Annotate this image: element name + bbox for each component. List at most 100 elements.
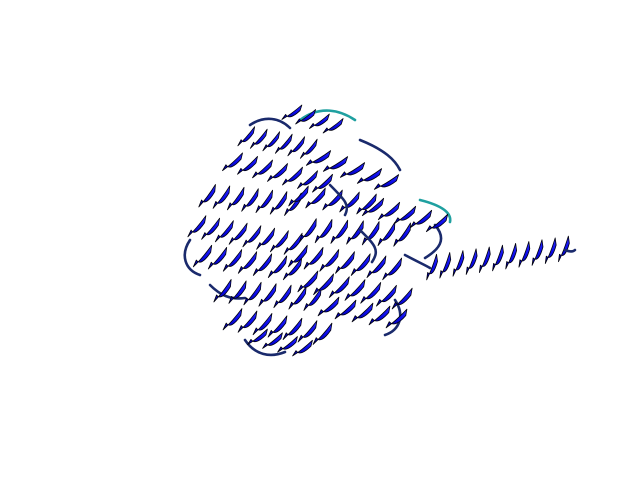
coil-loop <box>208 283 247 300</box>
helix-turn <box>255 189 274 214</box>
helix-turn <box>322 118 344 134</box>
helix-turn <box>303 246 324 270</box>
helix-turn <box>478 246 491 274</box>
helix-turn <box>207 247 228 270</box>
coil-loop <box>423 223 443 260</box>
helix-turn <box>335 251 355 274</box>
helix-turn <box>391 287 413 310</box>
helix-f <box>288 185 377 215</box>
helix-turn <box>187 215 207 238</box>
helix-turn <box>267 315 288 338</box>
helix-turn <box>313 273 334 296</box>
helix-c-terminal <box>426 235 570 281</box>
helix-turn <box>339 162 366 178</box>
helix-turn <box>425 213 449 233</box>
helix-c <box>222 152 333 193</box>
helix-turn <box>288 185 309 207</box>
coil-loop <box>183 238 202 277</box>
helix-turn <box>393 205 417 225</box>
helix-turn <box>287 136 306 157</box>
helix-turn <box>299 218 317 243</box>
helix-turn <box>339 191 360 213</box>
helix-n <box>222 308 333 345</box>
helix-turn <box>287 244 308 268</box>
helix-turn <box>256 227 276 250</box>
coil-loop-top <box>298 109 357 122</box>
coil-loop <box>248 117 292 130</box>
helix-turn <box>237 251 258 274</box>
helix-h <box>299 218 411 247</box>
helix-turn <box>228 222 248 245</box>
helix-turn <box>288 286 307 310</box>
coil-loop <box>243 338 287 357</box>
helix-turn <box>299 138 318 159</box>
coil-loop <box>358 138 402 172</box>
helix-turn <box>368 305 391 326</box>
helix-turn <box>409 209 433 229</box>
helix-turn <box>376 284 397 307</box>
helix-turn <box>269 230 289 253</box>
helix-turn <box>242 225 262 248</box>
helix-turn <box>213 279 232 303</box>
helix-turn <box>465 248 478 275</box>
helix-d <box>305 150 400 190</box>
helix-turn <box>267 163 288 182</box>
helix-turn <box>258 283 277 307</box>
helix-turn <box>282 166 303 186</box>
helix-turn <box>297 270 319 293</box>
helix-turn <box>282 257 303 281</box>
helix-turn <box>252 159 273 179</box>
helix-turn <box>360 282 382 304</box>
helix-turn <box>237 126 256 147</box>
helix-turn <box>237 156 258 175</box>
coil-loop-right <box>418 198 452 224</box>
helix-turn <box>295 109 317 125</box>
helix-turn <box>249 128 268 149</box>
helix-turn <box>222 308 243 331</box>
helix-turn <box>366 255 387 279</box>
helix-turn <box>228 280 247 304</box>
helix-turn <box>361 197 385 217</box>
helix-turn <box>393 222 411 247</box>
helix-turn <box>319 249 340 272</box>
helix-turn <box>377 201 401 221</box>
helix-turn <box>222 152 243 172</box>
helix-turn <box>312 322 333 345</box>
helix-turn <box>346 220 364 245</box>
helix-turn <box>426 253 438 281</box>
helix-turn <box>237 310 258 333</box>
helix-turn <box>201 217 221 240</box>
coil-loop <box>403 253 432 270</box>
helix-turn <box>214 220 234 243</box>
helix-o <box>317 296 408 329</box>
helix-turn <box>351 302 374 323</box>
helix-turn <box>198 184 216 208</box>
helix-turn <box>350 253 371 276</box>
helix-j <box>192 244 303 281</box>
helix-turn <box>282 317 303 340</box>
coil-loop <box>328 183 349 217</box>
helix-turn <box>273 284 292 309</box>
helix-turn <box>492 244 504 272</box>
helix-g <box>187 215 303 255</box>
helix-turn <box>385 308 408 329</box>
helix-turn <box>322 156 349 172</box>
helix-turn <box>330 219 349 244</box>
helix-turn <box>305 187 326 209</box>
helix-turn <box>373 174 400 190</box>
coil-loop <box>383 298 402 337</box>
helix-turn <box>308 113 330 129</box>
coil-loop <box>358 228 377 264</box>
helix-turn <box>241 188 259 212</box>
helix-turn <box>297 320 318 343</box>
helix-turn <box>377 221 396 246</box>
helix-turn <box>297 170 318 189</box>
helix-turn <box>452 250 465 277</box>
helix-turn <box>274 133 293 154</box>
helix-turn <box>334 299 357 320</box>
helix-turn <box>344 279 366 301</box>
helix-turn <box>222 249 243 272</box>
helix-turn <box>281 104 303 120</box>
